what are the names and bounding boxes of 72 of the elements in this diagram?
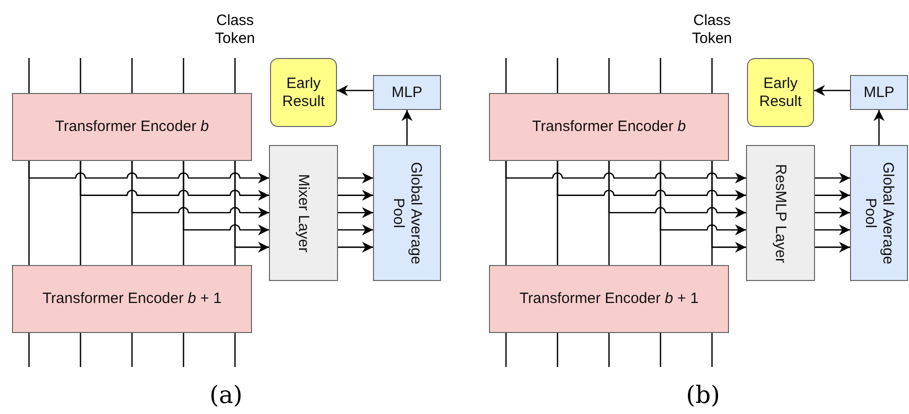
arrow xyxy=(80,161,269,201)
connector-line xyxy=(660,333,662,367)
connector-line xyxy=(28,58,30,93)
arrow xyxy=(608,161,746,218)
arrow xyxy=(815,242,850,253)
panel-label: (b) xyxy=(684,381,722,410)
node-label: MLP xyxy=(392,84,422,102)
arrow xyxy=(28,161,269,184)
node-label: Mixer Layer xyxy=(294,174,312,252)
connector-line xyxy=(80,333,82,367)
node-label: Global Average Pool xyxy=(390,160,424,266)
connector-line xyxy=(505,333,507,367)
arrow xyxy=(337,85,373,96)
connector-line xyxy=(608,58,610,93)
node-label: Transformer Encoder b xyxy=(55,118,209,136)
pooling-box xyxy=(850,145,908,281)
token-label: Class Token xyxy=(690,12,734,48)
arrow xyxy=(338,190,373,201)
node-label: Early Result xyxy=(758,75,803,110)
arrow xyxy=(711,161,746,253)
connector-line xyxy=(234,58,236,93)
node-label: Transformer Encoder b xyxy=(532,118,686,136)
node-label: Early Result xyxy=(281,75,326,110)
connector-line xyxy=(131,58,133,93)
arrow xyxy=(338,207,373,218)
connector-line xyxy=(711,333,713,367)
mixer-layer-box xyxy=(746,145,815,281)
connector-line xyxy=(660,58,662,93)
node-label: Transformer Encoder b + 1 xyxy=(519,290,699,308)
arrow xyxy=(814,85,850,96)
arrow xyxy=(815,207,850,218)
arrow xyxy=(660,161,746,236)
pooling-box xyxy=(373,145,441,281)
encoder-block xyxy=(489,265,729,333)
panel-label: (a) xyxy=(208,381,244,410)
connector-line xyxy=(608,333,610,367)
arrow xyxy=(505,161,746,184)
mlp-box xyxy=(373,75,441,110)
arrow xyxy=(234,161,269,253)
node-label: Transformer Encoder b + 1 xyxy=(42,290,222,308)
connector-line xyxy=(556,58,558,93)
connector-line xyxy=(711,58,713,93)
arrow xyxy=(556,161,746,201)
encoder-block xyxy=(489,93,729,161)
arrow xyxy=(338,224,373,236)
connector-line xyxy=(131,333,133,367)
result-box xyxy=(270,58,337,127)
arrow xyxy=(182,161,269,236)
connector-line xyxy=(28,333,30,367)
connector-line xyxy=(182,333,184,367)
arrow xyxy=(131,161,269,218)
arrow xyxy=(815,172,850,184)
arrow xyxy=(815,190,850,201)
token-label: Class Token xyxy=(214,12,256,48)
node-label: ResMLP Layer xyxy=(772,164,790,262)
mixer-layer-box xyxy=(269,145,338,281)
connector-line xyxy=(505,58,507,93)
encoder-block xyxy=(12,265,252,333)
connector-line xyxy=(80,58,82,93)
result-box xyxy=(747,58,814,127)
node-label: MLP xyxy=(864,84,894,102)
connector-line xyxy=(556,333,558,367)
node-label: Global Average Pool xyxy=(862,160,896,266)
connector-line xyxy=(182,58,184,93)
encoder-block xyxy=(12,93,252,161)
connector-line xyxy=(234,333,236,367)
arrow xyxy=(815,224,850,236)
arrow xyxy=(402,110,412,145)
mlp-box xyxy=(850,75,908,110)
arrow xyxy=(338,172,373,184)
arrow xyxy=(874,110,884,145)
arrow xyxy=(338,242,373,253)
